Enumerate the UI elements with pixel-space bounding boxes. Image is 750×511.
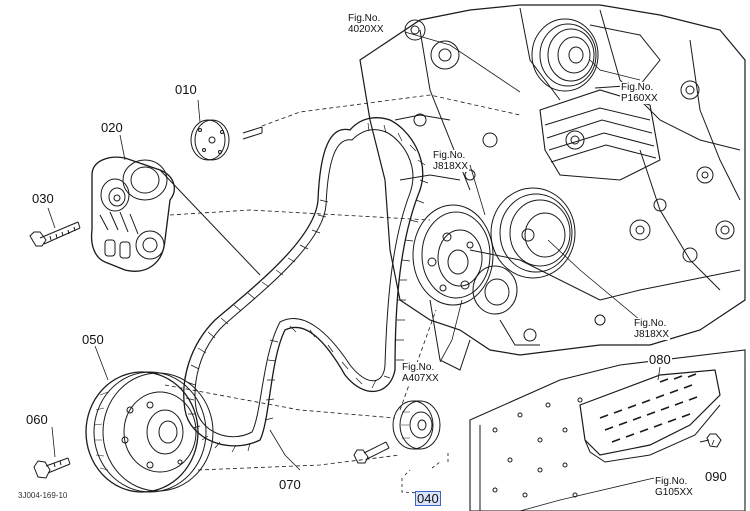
figure-ref-caption: Fig.No. xyxy=(402,362,435,373)
base-plate xyxy=(469,349,746,511)
figure-ref-number: P160XX xyxy=(621,93,658,104)
leader-lines xyxy=(47,31,715,511)
figure-ref-p160xx[interactable]: Fig.No. P160XX xyxy=(620,82,659,104)
figure-ref-caption: Fig.No. xyxy=(634,318,667,329)
figure-ref-number: J818XX xyxy=(634,329,670,340)
figure-ref-j818xx-lower[interactable]: Fig.No. J818XX xyxy=(633,318,671,340)
figure-ref-number: A407XX xyxy=(402,373,439,384)
engine-block xyxy=(359,4,746,371)
part-080-shield xyxy=(579,369,722,463)
figure-ref-j818xx-upper[interactable]: Fig.No. J818XX xyxy=(432,150,470,172)
part-label-060[interactable]: 060 xyxy=(25,412,49,427)
figure-ref-number: 4020XX xyxy=(348,24,384,35)
part-060-bolt xyxy=(33,457,71,479)
part-050-crank-pulley xyxy=(85,371,214,493)
part-label-010[interactable]: 010 xyxy=(174,82,198,97)
part-label-050[interactable]: 050 xyxy=(81,332,105,347)
part-030-bolt xyxy=(29,221,81,247)
part-label-040-selected[interactable]: 040 xyxy=(415,491,441,506)
part-label-090[interactable]: 090 xyxy=(704,469,728,484)
figure-ref-caption: Fig.No. xyxy=(433,150,466,161)
figure-ref-caption: Fig.No. xyxy=(621,82,654,93)
figure-ref-caption: Fig.No. xyxy=(348,13,381,24)
part-010-plate xyxy=(190,119,263,161)
part-label-080[interactable]: 080 xyxy=(648,352,672,367)
figure-ref-number: J818XX xyxy=(433,161,469,172)
part-020-tensioner xyxy=(90,156,261,276)
drawing-code: 3J004-169-10 xyxy=(18,491,68,500)
figure-ref-number: G105XX xyxy=(655,487,693,498)
part-040-idler-pulley xyxy=(353,400,441,464)
part-label-070[interactable]: 070 xyxy=(278,477,302,492)
belt-070 xyxy=(183,117,429,453)
figure-ref-4020xx[interactable]: Fig.No. 4020XX xyxy=(347,13,385,35)
figure-ref-a407xx[interactable]: Fig.No. A407XX xyxy=(401,362,440,384)
part-label-020[interactable]: 020 xyxy=(100,120,124,135)
part-label-030[interactable]: 030 xyxy=(31,191,55,206)
figure-ref-g105xx[interactable]: Fig.No. G105XX xyxy=(654,476,694,498)
figure-ref-caption: Fig.No. xyxy=(655,476,688,487)
